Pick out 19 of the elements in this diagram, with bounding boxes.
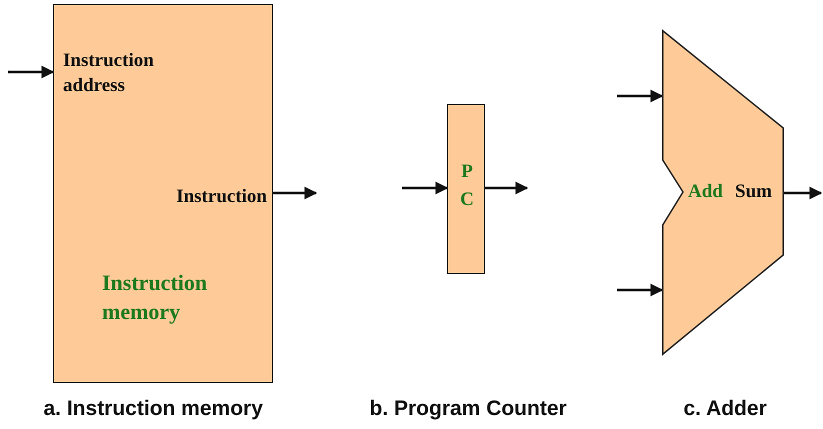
- adder-block: [662, 30, 784, 355]
- arrow: [617, 90, 664, 102]
- register-block: [447, 104, 485, 274]
- arrow: [617, 284, 664, 296]
- figure-caption: a. Instruction memory: [44, 397, 263, 421]
- figure-caption: b. Program Counter: [370, 397, 567, 421]
- port-label: Sum: [735, 180, 772, 204]
- memory-block: [53, 4, 273, 383]
- arrow: [8, 66, 54, 78]
- arrow: [273, 186, 318, 200]
- block-title: P C: [460, 160, 474, 212]
- arrow: [485, 182, 528, 194]
- port-label: Instruction: [176, 185, 267, 209]
- figure-caption: c. Adder: [684, 397, 767, 421]
- block-title: Instruction memory: [102, 269, 208, 326]
- arrow: [402, 182, 448, 194]
- arrow: [784, 186, 822, 200]
- block-title: Add: [688, 180, 723, 204]
- port-label: Instruction address: [63, 49, 155, 98]
